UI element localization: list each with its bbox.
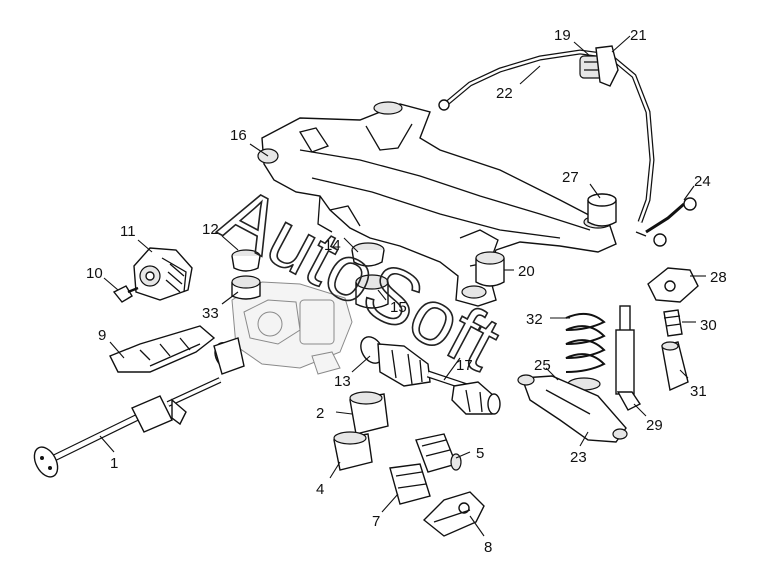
part-label-14: 14: [324, 237, 341, 254]
stabilizer-bracket: [595, 45, 619, 87]
part-label-1: 1: [110, 455, 118, 472]
part-label-22: 22: [496, 85, 513, 102]
bump-stop: [663, 309, 683, 337]
subframe-mount-15: [355, 274, 389, 309]
drive-shaft-assembly: [360, 336, 501, 415]
coil-spring: [565, 312, 606, 391]
part-label-19: 19: [554, 27, 571, 44]
diff-mount-bracket: [133, 247, 193, 301]
part-label-30: 30: [700, 317, 717, 334]
bushing-2: [349, 391, 389, 435]
part-label-11: 11: [120, 223, 136, 240]
leader-lines: [99, 35, 706, 537]
propeller-shaft: [33, 337, 245, 478]
part-label-28: 28: [710, 269, 727, 286]
subframe-mount-rear: [587, 193, 617, 227]
part-label-23: 23: [570, 449, 587, 466]
part-label-12: 12: [202, 221, 219, 238]
part-label-15: 15: [390, 299, 407, 316]
part-label-16: 16: [230, 127, 247, 144]
shock-absorber: [615, 305, 642, 411]
bushing-7: [389, 463, 431, 505]
stabilizer-link: [635, 197, 697, 247]
part-label-17: 17: [456, 357, 473, 374]
protective-boot: [661, 341, 689, 392]
part-number-labels: 1 2 4 5 7 8 9 10 11 12 13 14 15 16 17 19…: [86, 27, 727, 556]
shock-top-mount: [647, 267, 699, 303]
part-label-7: 7: [372, 513, 380, 530]
part-label-2: 2: [316, 405, 324, 422]
part-label-5: 5: [476, 445, 484, 462]
diff-mount-12: [231, 249, 261, 272]
part-label-9: 9: [98, 327, 106, 344]
subframe-mount-14: [351, 242, 385, 267]
subframe: [257, 101, 617, 307]
bushing-5: [415, 433, 462, 473]
bushing-4: [333, 431, 373, 471]
part-label-4: 4: [316, 481, 324, 498]
arm-bracket: [422, 491, 485, 537]
heat-shield: [109, 325, 216, 373]
diff-mount-33: [231, 275, 261, 300]
part-label-29: 29: [646, 417, 663, 434]
part-label-31: 31: [690, 383, 707, 400]
part-label-21: 21: [630, 27, 647, 44]
part-label-33: 33: [202, 305, 219, 322]
part-label-24: 24: [694, 173, 711, 190]
part-label-27: 27: [562, 169, 579, 186]
part-label-8: 8: [484, 539, 492, 556]
bracket-bolt: [112, 285, 139, 303]
part-label-10: 10: [86, 265, 103, 282]
part-label-20: 20: [518, 263, 535, 280]
lower-control-arm: [517, 374, 628, 443]
subframe-mount-front: [475, 251, 505, 287]
part-label-32: 32: [526, 311, 543, 328]
part-label-13: 13: [334, 373, 351, 390]
part-label-25: 25: [534, 357, 551, 374]
differential-housing: [231, 281, 353, 375]
